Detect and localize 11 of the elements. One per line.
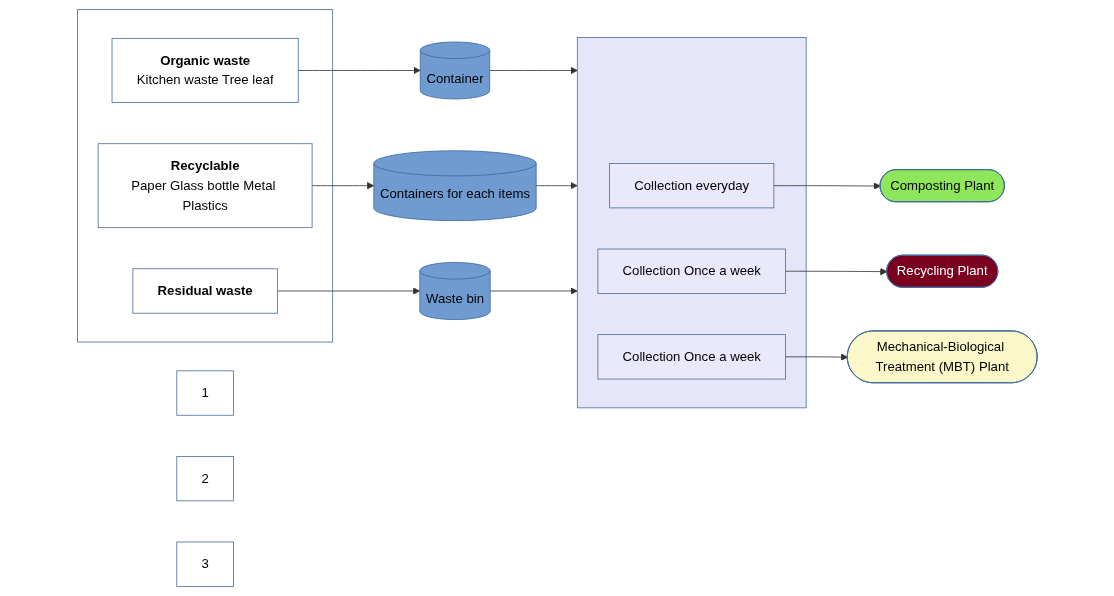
node-box: Collection Once a week — [597, 334, 786, 380]
node-box: 2 — [176, 455, 234, 502]
node-box: Recyclable Paper Glass bottle Metal Plastics — [97, 143, 313, 229]
node-box: 3 — [176, 541, 234, 587]
node-box: Organic waste Kitchen waste Tree leaf — [111, 37, 299, 103]
node-box: Residual waste — [132, 268, 278, 314]
cluster — [576, 37, 807, 409]
node-box: Collection everyday — [608, 163, 774, 209]
node-box: 1 — [176, 370, 234, 416]
cluster — [76, 9, 333, 343]
node-box: Collection Once a week — [597, 248, 786, 294]
